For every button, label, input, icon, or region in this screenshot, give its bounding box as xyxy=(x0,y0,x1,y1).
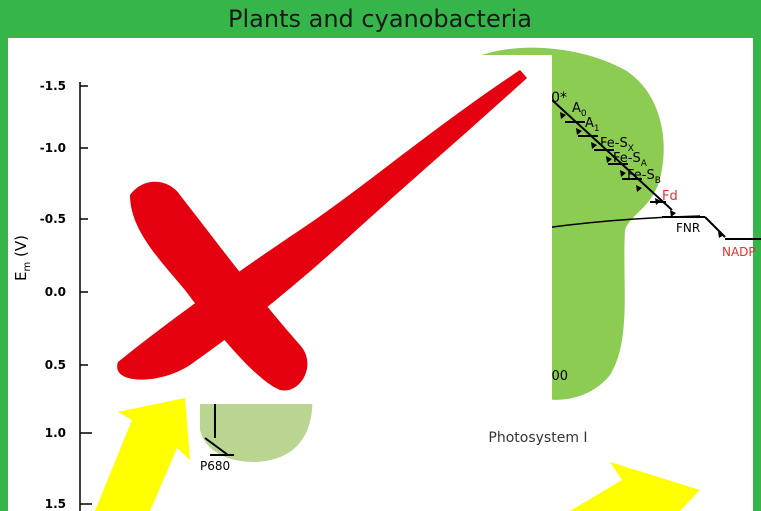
fnr-label: FNR xyxy=(676,221,700,235)
tick-label: 1.0 xyxy=(45,426,66,440)
p680-label: P680 xyxy=(200,459,230,473)
photosystem-i-caption: Photosystem I xyxy=(488,430,587,446)
tick-label: -1.0 xyxy=(40,141,66,155)
tick-label: 0.5 xyxy=(45,358,66,372)
tick-label: 0.0 xyxy=(45,285,66,299)
y-axis-label: Em (V) xyxy=(12,235,33,281)
tick-label: -0.5 xyxy=(40,212,66,226)
tick-label: -1.5 xyxy=(40,79,66,93)
nadp-label: NADP xyxy=(722,245,756,259)
tick-label: 1.5 xyxy=(45,497,66,511)
diagram-title: Plants and cyanobacteria xyxy=(228,5,532,33)
fd-label: Fd xyxy=(662,189,678,204)
